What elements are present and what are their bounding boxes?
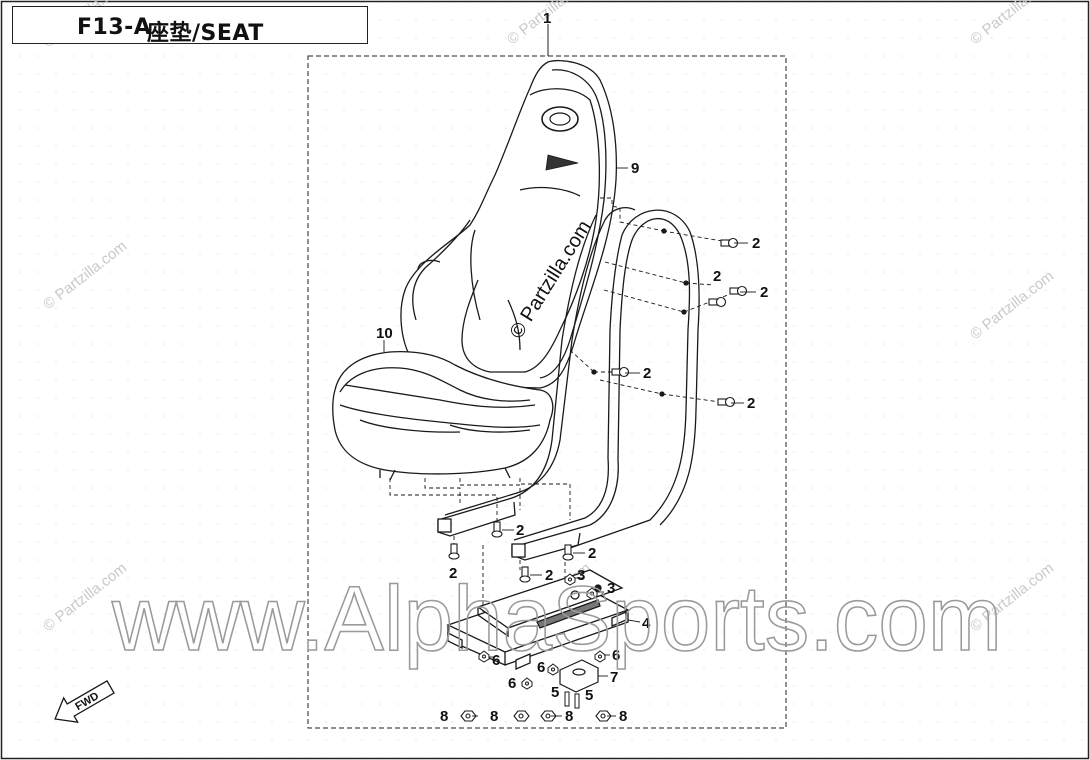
callout-5: 5 [585, 687, 593, 704]
control-box [446, 569, 630, 670]
title-box: F13-A 座垫/SEAT [12, 6, 368, 46]
callout-2: 2 [760, 284, 768, 301]
page-title: F13-A [77, 15, 152, 40]
callout-9: 9 [631, 160, 639, 177]
callout-numbers: 1 9 10 2 2 2 2 2 2 2 2 2 3 3 4 6 6 6 6 5… [376, 10, 768, 725]
callout-5: 5 [551, 684, 559, 701]
callout-6: 6 [508, 675, 516, 692]
callout-2: 2 [545, 567, 553, 584]
callout-6: 6 [492, 652, 500, 669]
callout-4: 4 [642, 615, 651, 632]
callout-leaders [383, 167, 756, 717]
callout-10: 10 [376, 325, 393, 342]
callout-7: 7 [610, 669, 618, 686]
callout-6: 6 [537, 659, 545, 676]
callout-2: 2 [713, 268, 721, 285]
watermark-alphasports: www.AlphaSports.com [111, 568, 1002, 670]
callout-8: 8 [440, 708, 448, 725]
page-title-name: 座垫/SEAT [147, 21, 264, 46]
bolts-part-2 [448, 237, 748, 583]
seat-frame [437, 207, 700, 561]
bracket-part-7 [559, 659, 599, 693]
assembly-boundary [307, 55, 787, 729]
callout-2: 2 [643, 365, 651, 382]
callout-6: 6 [612, 647, 620, 664]
callout-2: 2 [516, 522, 524, 539]
callout-3: 3 [577, 567, 585, 584]
callout-3: 3 [607, 580, 615, 597]
callout-2: 2 [747, 395, 755, 412]
callout-8: 8 [490, 708, 498, 725]
nuts-part-8 [460, 710, 612, 722]
screws-part-5-6 [478, 573, 606, 709]
callout-2: 2 [449, 565, 457, 582]
callout-8: 8 [619, 708, 627, 725]
seat-back [400, 59, 617, 389]
callout-1: 1 [543, 10, 551, 27]
callout-2: 2 [588, 545, 596, 562]
callout-2: 2 [752, 235, 760, 252]
callout-8: 8 [565, 708, 573, 725]
seat-cushion [332, 350, 554, 481]
